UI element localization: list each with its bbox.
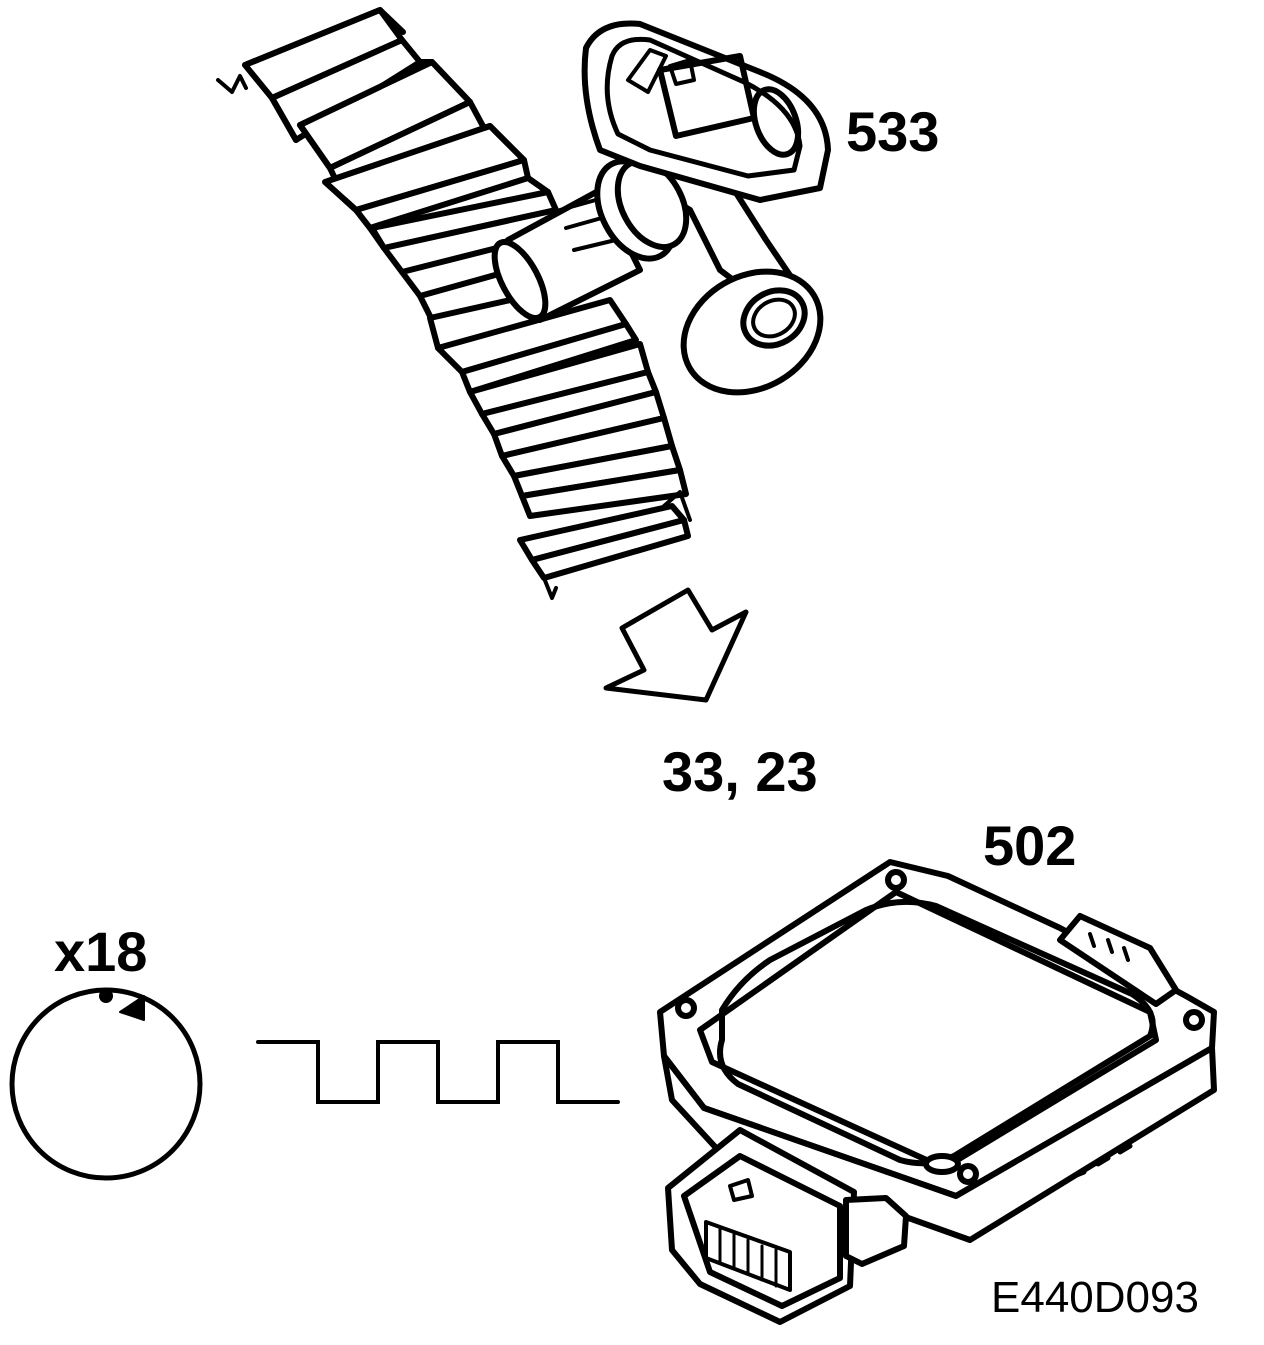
pulses-per-revolution-label: x18: [54, 920, 148, 983]
connector-pins-label: 33, 23: [662, 740, 818, 803]
figure-id-label: E440D093: [991, 1273, 1199, 1322]
square-wave-signal: [256, 1040, 620, 1104]
rotation-indicator: [9, 987, 203, 1181]
wiring-conduit: [216, 7, 692, 600]
signal-direction-arrow: [603, 587, 749, 703]
sensor-533: [491, 20, 831, 396]
control-module-callout-label: 502: [983, 814, 1077, 877]
sensor-callout-label: 533: [846, 100, 940, 163]
control-module-502: [657, 859, 1217, 1325]
